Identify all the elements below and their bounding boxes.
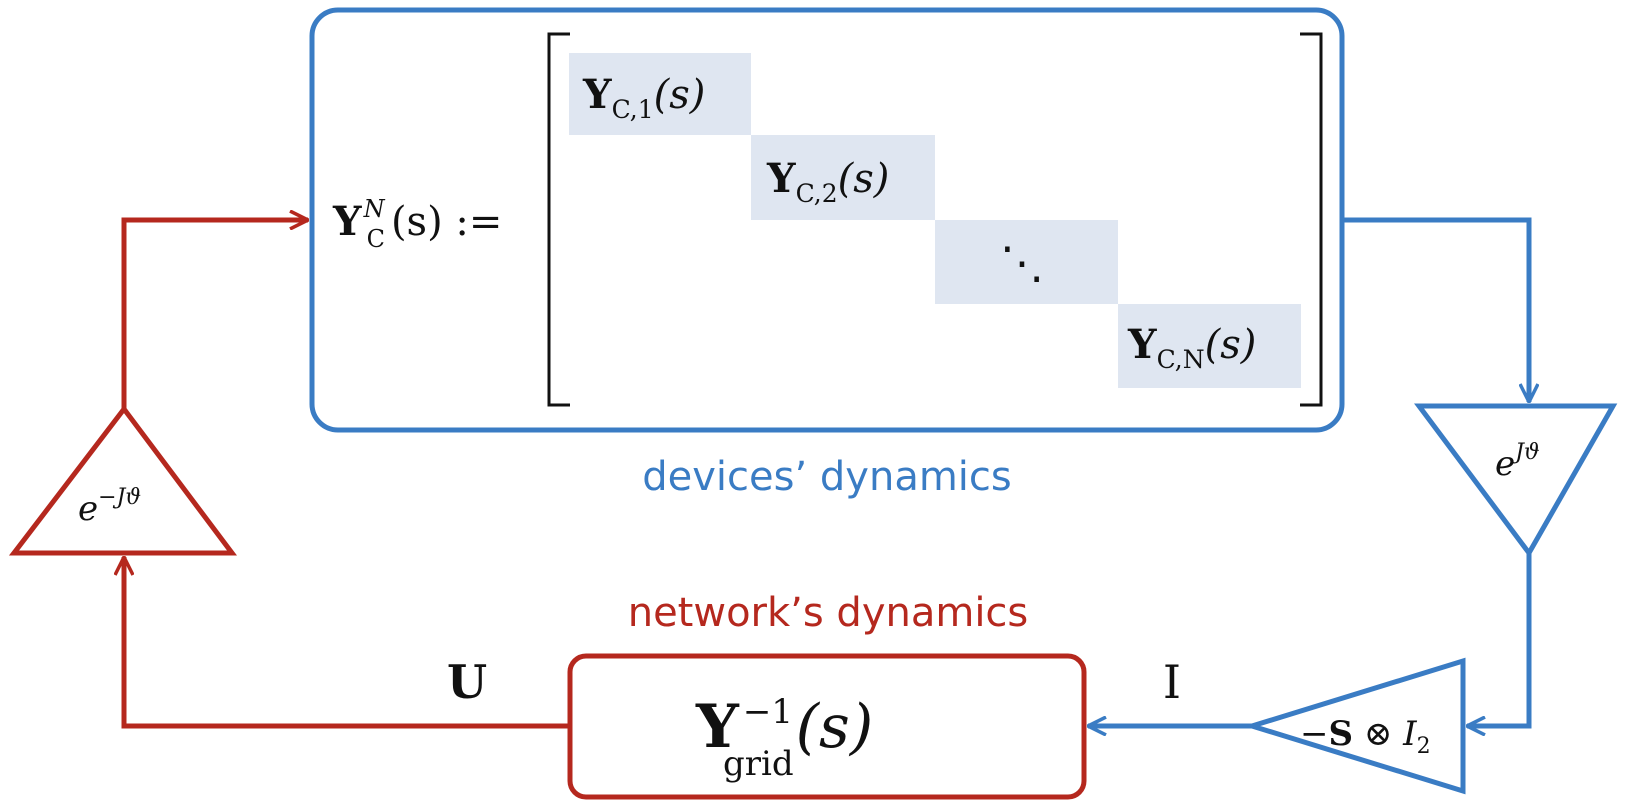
diag-cell-3-bg: [935, 220, 1118, 304]
matrix-right-bracket: [1300, 32, 1323, 407]
diag-cell-4-bg: [1118, 304, 1301, 388]
coupling-gain: [1243, 657, 1466, 795]
coupling-label: −S ⊗ I2: [1300, 714, 1431, 759]
wire-network-to-rotate-back: [124, 557, 570, 729]
wire-devices-to-rotate-forward: [1342, 217, 1529, 402]
rotate-forward-gain: [1414, 403, 1618, 558]
diag-entry-2: YC,2(s): [766, 155, 889, 208]
signal-voltage-label: U: [447, 655, 487, 709]
diag-cell-2-bg: [751, 135, 935, 220]
rotate-forward-label: eJϑ: [1495, 440, 1540, 484]
devices-caption: devices’ dynamics: [642, 454, 1012, 500]
diag-cell-1-bg: [569, 53, 751, 135]
network-caption: network’s dynamics: [628, 590, 1029, 636]
rotate-back-label: e−Jϑ: [78, 485, 141, 529]
wire-rotate-back-to-devices: [121, 220, 308, 409]
diag-entry-1: YC,1(s): [582, 71, 705, 124]
diag-entry-dots: ⋱: [1000, 238, 1044, 289]
signal-current-label: I: [1163, 655, 1181, 709]
rotate-back-gain: [8, 404, 237, 556]
wire-rotate-forward-to-coupling: [1467, 553, 1532, 726]
diag-entry-n: YC,N(s): [1127, 321, 1256, 374]
matrix-left-bracket: [547, 32, 570, 407]
